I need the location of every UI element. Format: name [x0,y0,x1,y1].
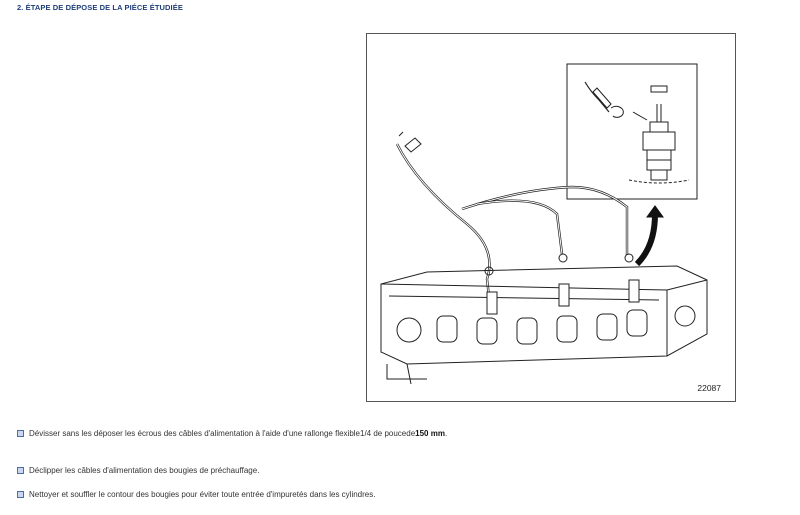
step-measure: 150 mm [415,429,445,438]
detail-eyelet-icon [610,105,624,118]
bullet-icon [17,467,24,474]
section-title: 2. ÉTAPE DE DÉPOSE DE LA PIÉCE ÉTUDIÉE [17,3,183,12]
bullet-icon [17,491,24,498]
technical-illustration: 22087 [366,33,736,402]
figure-number: 22087 [697,383,721,393]
arrow-icon [634,213,658,267]
detail-cable-icon [584,81,610,113]
step-tail: . [444,429,448,438]
list-item: Dévisser sans les déposer les écrous des… [17,429,447,438]
bullet-icon [17,430,24,437]
list-item: Nettoyer et souffler le contour des boug… [17,490,375,499]
detail-cable-end [592,87,612,109]
list-item: Déclipper les câbles d'alimentation des … [17,466,259,475]
step-text: Dévisser sans les déposer les écrous des… [29,429,416,438]
detail-nut-icon [650,85,668,93]
step-text: Nettoyer et souffler le contour des boug… [29,490,376,499]
step-text: Déclipper les câbles d'alimentation des … [29,466,260,475]
glow-plug-icon [486,291,498,315]
cylinder-head-icon [380,265,708,365]
cylinder-head-drawing [380,63,708,385]
